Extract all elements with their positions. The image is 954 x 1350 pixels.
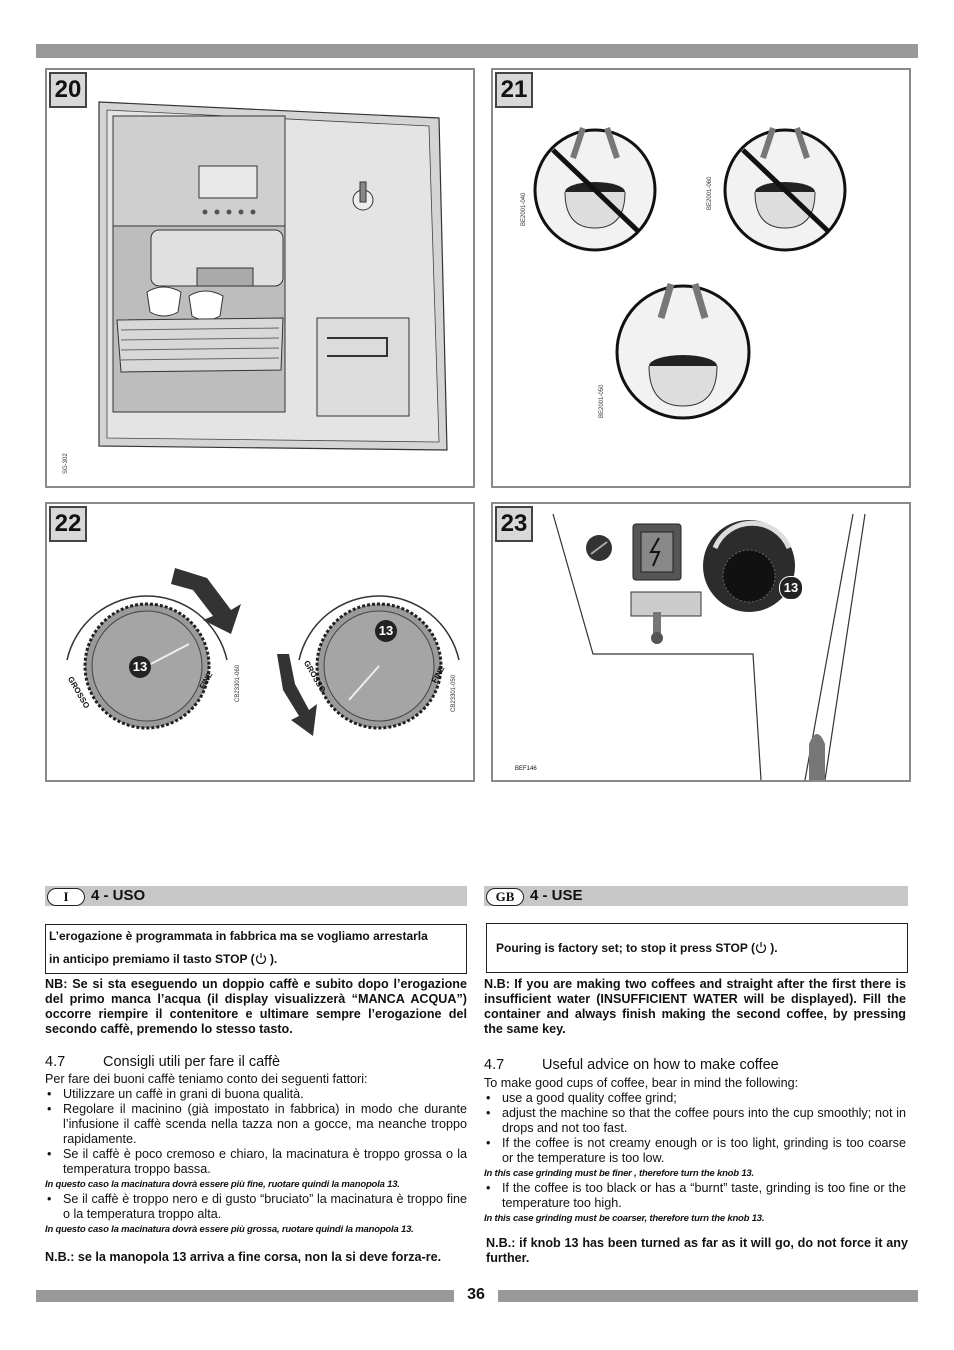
section-title: Useful advice on how to make coffee	[542, 1057, 779, 1073]
english-box-text: Pouring is factory set; to stop it press…	[496, 941, 755, 955]
italian-final-note: N.B.: se la manopola 13 arriva a fine co…	[45, 1250, 442, 1264]
figure-code-1: BE2001-040	[521, 192, 527, 226]
list-item: Se il caffè è poco cremoso e chiaro, la …	[45, 1147, 467, 1177]
figure-23: 23 13 BEF146	[491, 502, 911, 782]
italian-box-line2: in anticipo premiamo il tasto STOP ( ).	[49, 948, 463, 971]
figure-code-1: CB23301-060	[235, 664, 241, 702]
figure-code-3: BE2001-050	[599, 384, 605, 418]
knob-13: 13	[779, 576, 803, 600]
list-item: Se il caffè è troppo nero e di gusto “br…	[45, 1192, 467, 1222]
italian-flag-badge: I	[47, 888, 85, 906]
power-icon	[255, 953, 266, 964]
coffee-pour-illustration	[533, 127, 847, 420]
italian-nb: NB: Se si sta eseguendo un doppio caffè …	[45, 977, 467, 1036]
figure-22: 22 13 13 GROSSO FINE GROSSO FINE CB23301…	[45, 502, 475, 782]
section-number: 4.7	[484, 1057, 505, 1073]
english-note-1: In this case grinding must be finer , th…	[484, 1168, 754, 1179]
figure-code: SG-302	[63, 453, 69, 474]
footer-bar-left	[36, 1290, 454, 1302]
english-flag-badge: GB	[486, 888, 524, 906]
italian-intro: Per fare dei buoni caffè teniamo conto d…	[45, 1072, 368, 1086]
section-title: Consigli utili per fare il caffè	[103, 1054, 281, 1070]
figure-20: 20 SG-302	[45, 68, 475, 488]
figure-number: 20	[49, 72, 87, 108]
english-nb: N.B: If you are making two coffees and s…	[484, 977, 906, 1036]
footer-bar-right	[498, 1290, 918, 1302]
figure-code: BEF146	[515, 766, 537, 772]
list-item: If the coffee is too black or has a “bur…	[484, 1181, 906, 1211]
list-item: Utilizzare un caffè in grani di buona qu…	[45, 1087, 467, 1102]
list-item: Regolare il macinino (già impostato in f…	[45, 1102, 467, 1147]
figure-code-2: CB23301-050	[451, 674, 457, 712]
section-number: 4.7	[45, 1054, 66, 1070]
knob-13-right: 13	[375, 620, 397, 642]
list-item: If the coffee is not creamy enough or is…	[484, 1136, 906, 1166]
italian-box-text: in anticipo premiamo il tasto STOP (	[49, 952, 255, 966]
italian-advice: Per fare dei buoni caffè teniamo conto d…	[45, 1072, 467, 1237]
italian-section-title: 4 - USO	[91, 887, 146, 904]
italian-note-2: In questo caso la macinatura dovrà esser…	[45, 1224, 414, 1235]
english-subheading: 4.7 Useful advice on how to make coffee	[484, 1058, 906, 1073]
english-section-title: 4 - USE	[530, 887, 583, 904]
english-section-header: GB 4 - USE	[484, 886, 908, 906]
page-number: 36	[467, 1286, 485, 1303]
english-note-2: In this case grinding must be coarser, t…	[484, 1213, 765, 1224]
figure-21: 21 BE2001-040 BE2001-060 BE2001-050	[491, 68, 911, 488]
built-in-coffee-machine-illustration	[98, 101, 448, 451]
italian-section-header: I 4 - USO	[45, 886, 467, 906]
list-item: adjust the machine so that the coffee po…	[484, 1106, 906, 1136]
top-bar	[36, 44, 918, 58]
grinder-knob-illustration	[66, 568, 460, 736]
figure-code-2: BE2001-060	[707, 176, 713, 210]
english-stop-box: Pouring is factory set; to stop it press…	[486, 923, 908, 973]
italian-stop-box: L’erogazione è programmata in fabbrica m…	[45, 924, 467, 974]
italian-subheading: 4.7 Consigli utili per fare il caffè	[45, 1055, 467, 1070]
power-icon	[755, 942, 766, 953]
figure-number: 21	[495, 72, 533, 108]
figure-number: 23	[495, 506, 533, 542]
english-advice: To make good cups of coffee, bear in min…	[484, 1076, 906, 1226]
italian-box-line1: L’erogazione è programmata in fabbrica m…	[49, 929, 428, 943]
english-final-note: N.B.: if knob 13 has been turned as far …	[486, 1236, 908, 1265]
english-intro: To make good cups of coffee, bear in min…	[484, 1076, 799, 1090]
list-item: use a good quality coffee grind;	[484, 1091, 906, 1106]
knob-13-left: 13	[129, 656, 151, 678]
control-panel-illustration	[552, 513, 866, 780]
figure-number: 22	[49, 506, 87, 542]
english-box-text-end: ).	[770, 941, 778, 955]
italian-box-text-end: ).	[269, 952, 278, 966]
italian-note-1: In questo caso la macinatura dovrà esser…	[45, 1179, 400, 1190]
